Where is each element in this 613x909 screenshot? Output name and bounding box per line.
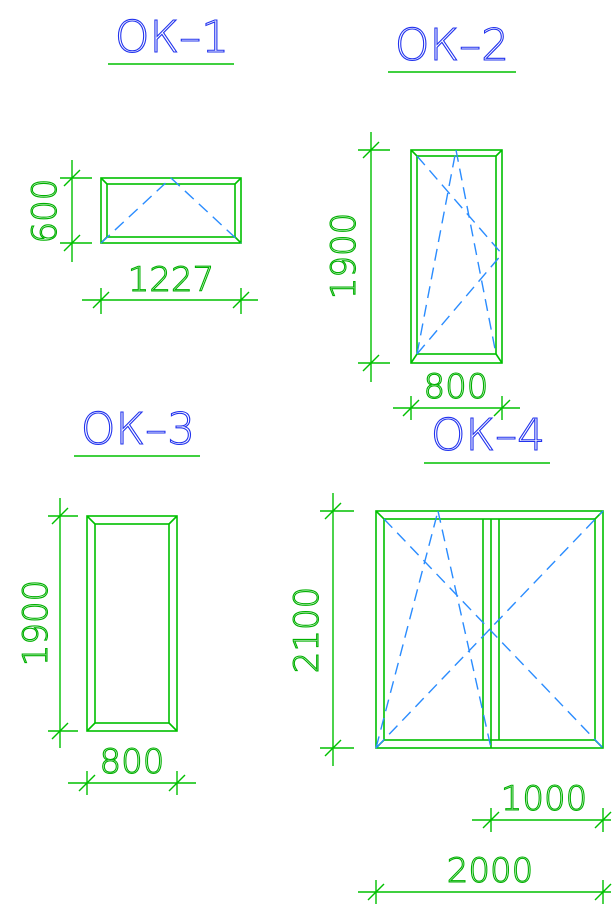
window-ok4-height-label: 2100: [287, 587, 327, 674]
window-ok2-frame: [410, 149, 503, 364]
window-ok4: ОК–4 2100: [286, 409, 612, 904]
window-ok3-width-label: 800: [100, 742, 165, 782]
window-ok3-frame: [86, 515, 178, 732]
window-ok1-width-dimension: [82, 288, 258, 314]
window-ok3-height-label: 1900: [16, 580, 56, 667]
window-ok3-title: ОК–3: [81, 404, 195, 455]
window-ok3: ОК–3 1900 800: [15, 403, 200, 795]
window-ok1-width-label: 1227: [128, 260, 215, 300]
window-ok3-width-dimension: [68, 771, 196, 795]
window-ok2-width-label: 800: [424, 367, 489, 407]
window-ok4-width-label: 2000: [447, 851, 534, 891]
window-ok2-height-dimension: [358, 132, 390, 382]
window-ok4-height-dimension: [320, 493, 354, 766]
window-ok2-width-dimension: [393, 396, 520, 420]
window-ok2-height-label: 1900: [324, 213, 364, 300]
window-ok3-height-dimension: [48, 498, 78, 748]
window-ok1-title: ОК–1: [115, 12, 229, 63]
window-ok1-height-dimension: [60, 160, 92, 262]
window-ok1: ОК–1 600 1227: [24, 11, 258, 314]
window-ok2-opening-lines: [416, 149, 503, 355]
window-ok1-opening-lines: [100, 177, 242, 244]
window-ok2-title: ОК–2: [395, 20, 509, 71]
window-ok1-frame: [100, 177, 242, 244]
window-ok2: ОК–2 1900: [323, 19, 520, 420]
window-ok4-sash-width-label: 1000: [501, 779, 588, 819]
window-ok4-title: ОК–4: [431, 410, 545, 461]
window-ok4-sash-width-dimension: [472, 808, 612, 832]
window-ok1-height-label: 600: [25, 179, 65, 244]
window-ok4-opening-lines: [375, 510, 604, 749]
window-ok4-frame: [375, 510, 604, 749]
window-ok4-width-dimension: [358, 880, 612, 904]
